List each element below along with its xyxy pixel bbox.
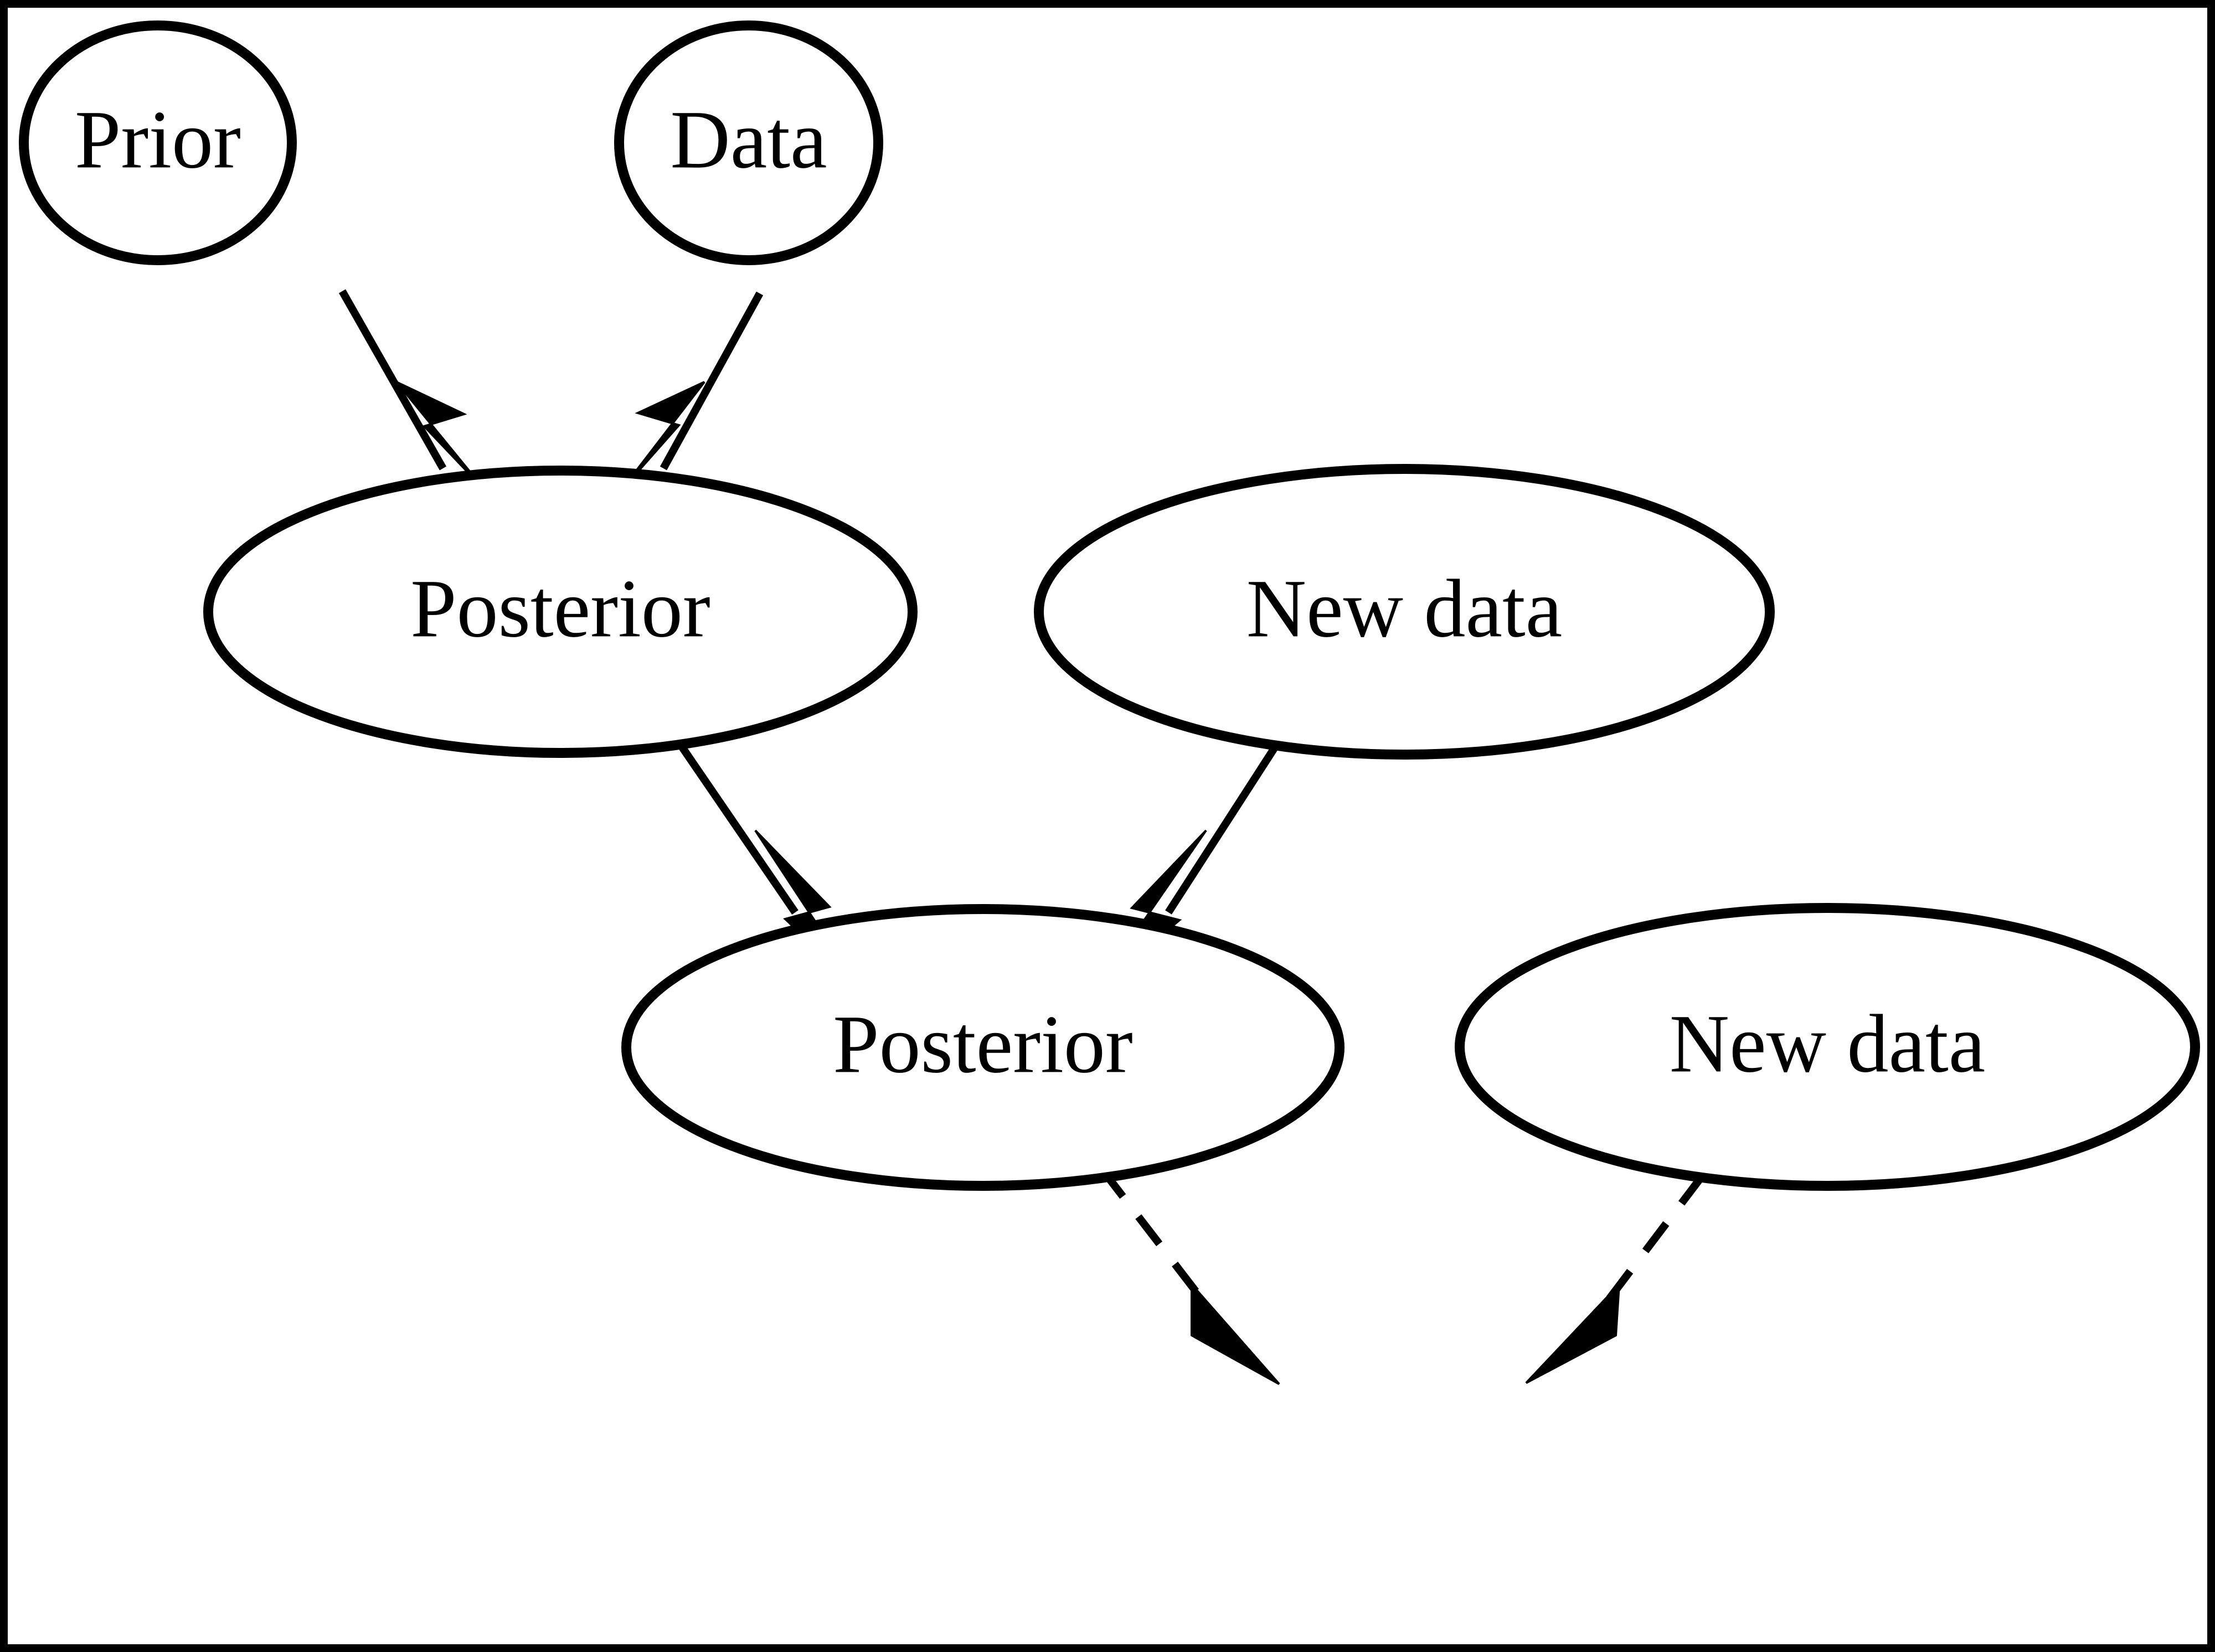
edge-data-to-posterior	[619, 291, 764, 493]
node-posterior-first-ellipse[interactable]	[203, 466, 918, 758]
node-posterior-second-label: Posterior	[833, 998, 1133, 1090]
arrowhead-newdata-to-next	[1525, 1281, 1621, 1384]
arrowhead-posterior-to-next	[1191, 1281, 1280, 1385]
edge-line-posterior-to-next	[1099, 1166, 1208, 1306]
node-data[interactable]: Data	[614, 20, 883, 265]
edge-line-posterior-to-posterior	[677, 742, 799, 915]
arrowhead-prior-to-posterior	[395, 381, 487, 493]
node-data-ellipse[interactable]	[614, 20, 883, 265]
edge-newdata-to-next-dashed	[1525, 1173, 1706, 1384]
edge-line-newdata-to-next	[1603, 1173, 1706, 1306]
node-posterior-second[interactable]: Posterior	[621, 904, 1345, 1191]
node-posterior-second-ellipse[interactable]	[621, 904, 1345, 1191]
node-newdata-first-label: New data	[1246, 562, 1563, 654]
node-newdata-second[interactable]: New data	[1455, 903, 2200, 1191]
node-data-label: Data	[670, 94, 827, 185]
node-newdata-first-ellipse[interactable]	[1034, 464, 1775, 760]
node-newdata-second-ellipse[interactable]	[1455, 903, 2200, 1191]
arrowhead-data-to-posterior	[619, 381, 705, 493]
node-prior[interactable]: Prior	[19, 20, 297, 265]
node-prior-ellipse[interactable]	[19, 20, 297, 265]
node-posterior-first-label: Posterior	[410, 562, 710, 654]
edge-posterior-to-next-dashed	[1099, 1166, 1280, 1385]
node-prior-label: Prior	[75, 94, 241, 185]
node-newdata-second-label: New data	[1670, 998, 1986, 1090]
edge-prior-to-posterior	[338, 289, 487, 493]
edge-line-prior-to-posterior	[338, 289, 447, 471]
node-newdata-first[interactable]: New data	[1034, 464, 1775, 760]
edge-line-newdata-to-posterior	[1165, 742, 1280, 915]
node-posterior-first[interactable]: Posterior	[203, 466, 918, 758]
edge-line-data-to-posterior	[660, 291, 764, 471]
